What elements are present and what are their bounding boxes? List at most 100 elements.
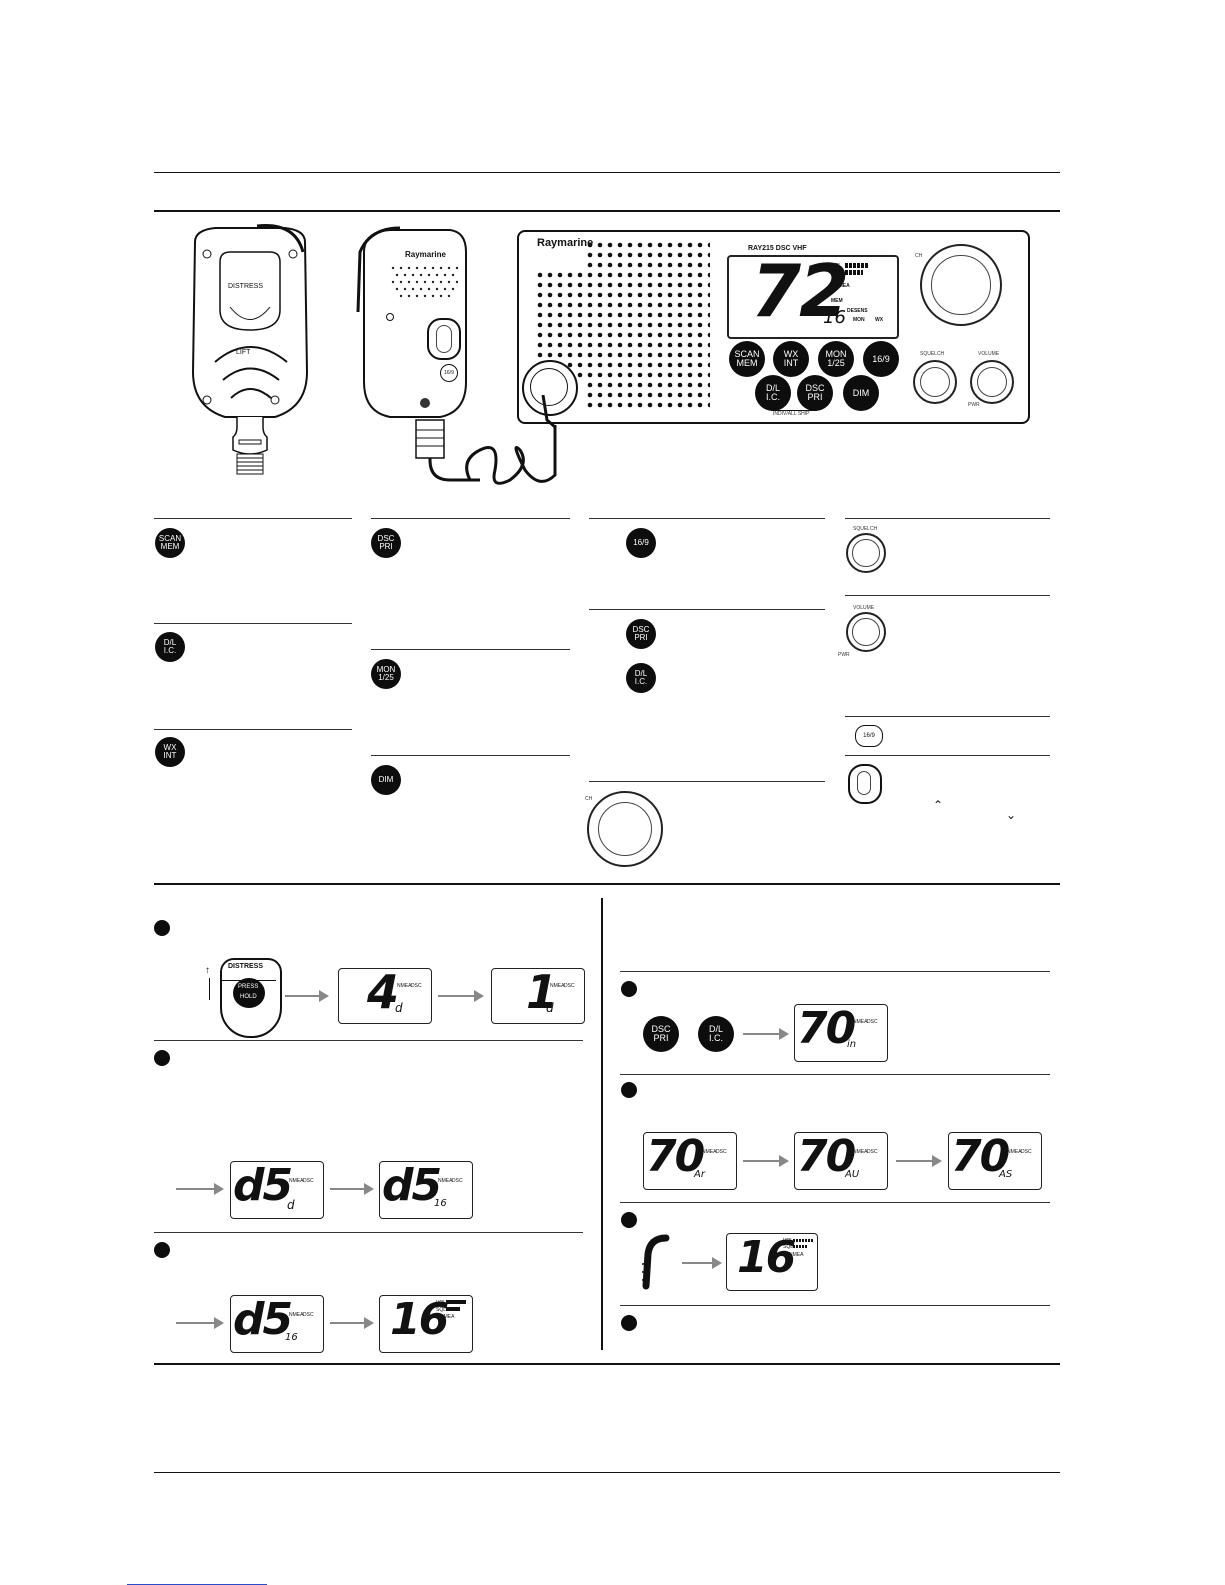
legend-rule	[589, 518, 825, 519]
flow-arrow	[176, 1183, 224, 1195]
step-bullet	[154, 1050, 170, 1066]
handset-16-9-label: 16/9	[444, 370, 454, 376]
indiv-bracket	[771, 405, 817, 411]
radio-squelch-knob[interactable]	[913, 360, 957, 404]
lcd-dsc: DSC	[411, 983, 422, 989]
radio-16-9-key[interactable]: 16/9	[863, 341, 899, 377]
ind-vol: VOL	[831, 263, 842, 269]
header-rule	[154, 210, 1060, 212]
flow-arrow	[285, 990, 329, 1002]
lcd-nmea: NMEA	[397, 983, 412, 989]
radio-channel-digits: 72	[751, 255, 849, 333]
radio-squelch-label: SQUELCH	[920, 351, 945, 357]
distress-press-hold-button[interactable]	[233, 978, 265, 1008]
legend-rule	[845, 595, 1050, 596]
legend-rule	[371, 649, 570, 650]
legend-ic-2: I.C.	[634, 677, 648, 686]
radio-volume-knob[interactable]	[970, 360, 1014, 404]
flow-arrow	[330, 1317, 374, 1329]
legend-dsc-2: DSC	[632, 625, 650, 634]
legend-channel-knob	[587, 791, 663, 867]
radio-display: 72 16 VOL SQL NMEA MEM DESENS MON WX	[727, 255, 899, 339]
label-125: 1/25	[827, 358, 845, 368]
label-int: INT	[783, 358, 799, 368]
lcd-nmea: NMEA	[438, 1178, 453, 1184]
lcd-70-in: 70 in NMEA DSC	[794, 1004, 888, 1062]
lcd-digit: 16	[737, 1233, 796, 1283]
label-scan: SCAN	[734, 349, 760, 359]
legend-rule	[845, 716, 1050, 717]
step-rule	[154, 1040, 583, 1041]
label-16-9: 16/9	[872, 353, 890, 364]
step-rule	[620, 971, 1050, 972]
lcd-countdown-4: 4 d NMEA DSC	[338, 968, 432, 1024]
lcd-sub: in	[847, 1039, 857, 1050]
section-rule	[154, 883, 1060, 885]
radio-dim-key[interactable]: DIM	[843, 375, 879, 411]
legend-16-9-key: 16/9	[626, 528, 656, 558]
lcd-vol-bar	[793, 1239, 813, 1242]
lcd-sub: Ar	[694, 1169, 705, 1180]
mic-socket-inner	[530, 368, 568, 406]
lcd-dsc: DSC	[1021, 1149, 1032, 1155]
legend-16-9: 16/9	[633, 538, 649, 547]
lcd-dsc: DSC	[303, 1312, 314, 1318]
lcd-nmea: NMEA	[289, 1178, 304, 1184]
lcd-sql: SQL	[783, 1244, 794, 1250]
radio-channel-knob[interactable]	[920, 244, 1002, 326]
ind-wx: WX	[875, 317, 884, 323]
lcd-digit: d5	[233, 1161, 293, 1211]
step-dl: D/L	[708, 1024, 723, 1034]
step-rule	[620, 1305, 1050, 1306]
handset-hangup-icon	[642, 1234, 670, 1290]
radio-volume-label: VOLUME	[978, 351, 1000, 357]
lcd-digit: d5	[233, 1295, 293, 1345]
flow-arrow	[438, 990, 484, 1002]
lcd-70-au: 70 AU NMEA DSC	[794, 1132, 888, 1190]
legend-dsc: DSC	[377, 534, 395, 543]
step-rule	[620, 1074, 1050, 1075]
label-wx: WX	[783, 349, 799, 359]
lcd-sub: AU	[845, 1169, 860, 1180]
lcd-sub: d	[395, 1001, 403, 1015]
handset-16-9-key[interactable]: 16/9	[440, 364, 458, 382]
flow-arrow	[330, 1183, 374, 1195]
radio-model: RAY215 DSC VHF	[748, 245, 807, 252]
step-bullet	[154, 920, 170, 936]
legend-125: 1/25	[378, 673, 394, 682]
legend-pwr-label: PWR	[838, 652, 850, 658]
radio-brand: Raymarine	[537, 237, 594, 249]
step-rule	[154, 1232, 583, 1233]
lcd-dsc: DSC	[716, 1149, 727, 1155]
lcd-dsc: DSC	[452, 1178, 463, 1184]
legend-rule	[154, 623, 352, 624]
lcd-digit: 70	[797, 1004, 856, 1054]
handset-lift-label: LIFT	[236, 349, 251, 356]
top-rule	[154, 172, 1060, 173]
lcd-sql-bar	[446, 1307, 460, 1311]
legend-rule	[845, 755, 1050, 756]
lcd-vol: VOL	[783, 1238, 794, 1244]
lcd-70-ar: 70 Ar NMEA DSC	[643, 1132, 737, 1190]
lcd-sql-bar	[793, 1245, 807, 1248]
legend-rule	[371, 518, 570, 519]
step-bullet	[621, 1315, 637, 1331]
lcd-ch16: 16 VOL SQL NMEA	[379, 1295, 473, 1353]
step-bullet	[621, 1212, 637, 1228]
legend-rule	[154, 518, 352, 519]
lcd-digit: 1	[526, 968, 558, 1019]
footer-rule	[154, 1472, 1060, 1473]
lcd-nmea: NMEA	[1007, 1149, 1022, 1155]
lcd-nmea: NMEA	[440, 1314, 455, 1320]
lcd-sql: SQL	[436, 1307, 447, 1313]
